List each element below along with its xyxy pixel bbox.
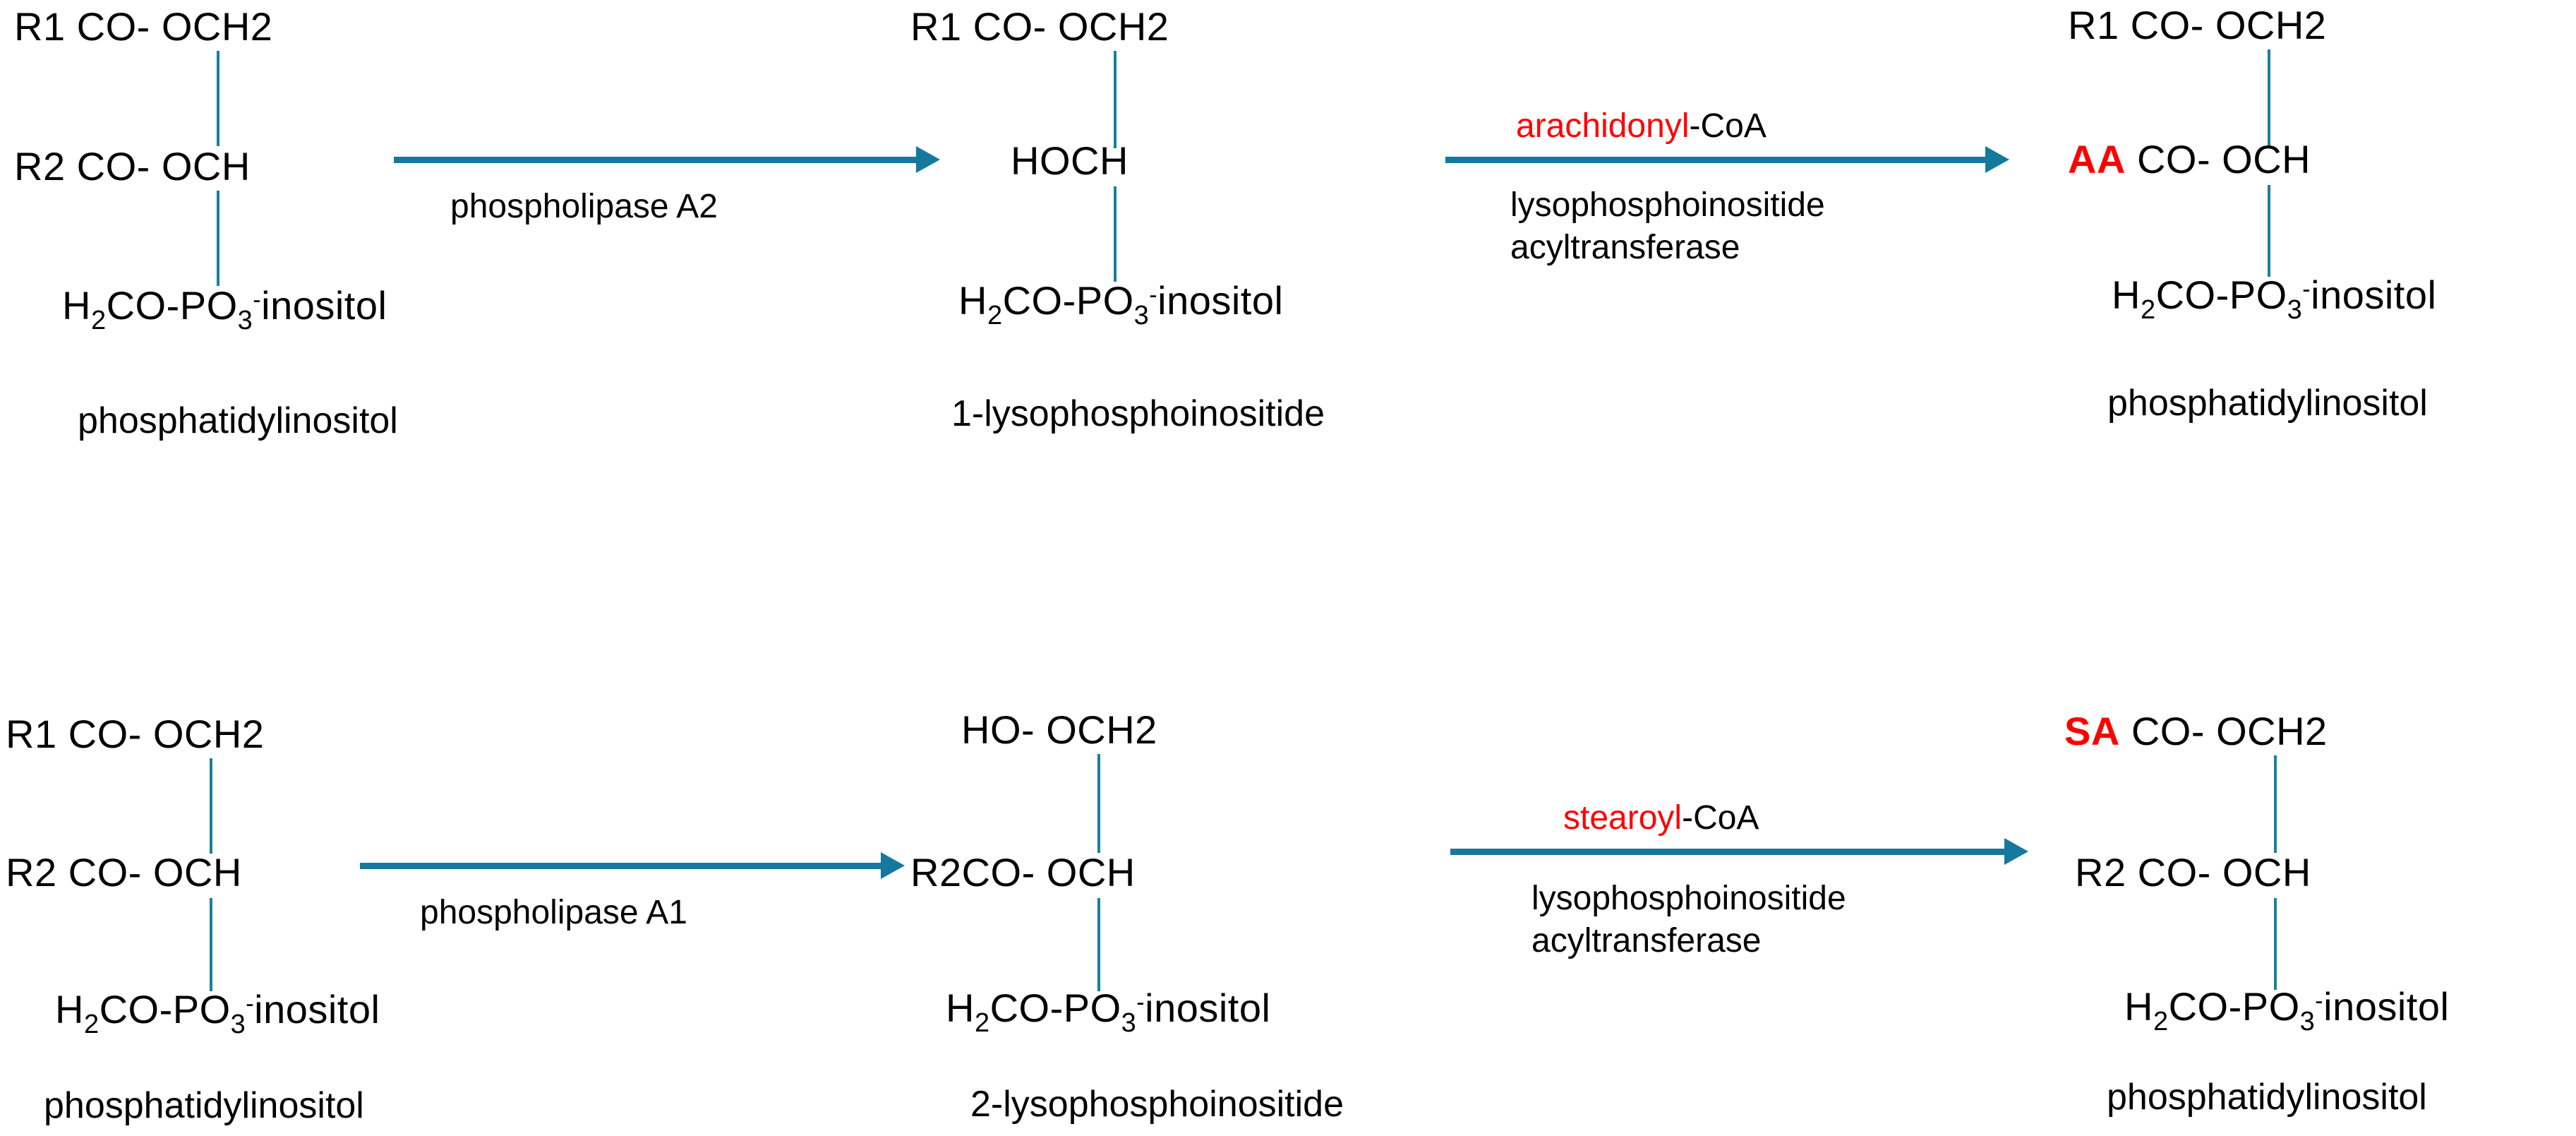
arrow-shaft	[1445, 157, 1989, 163]
arrow-label-enzyme-line-2: acyltransferase	[1531, 922, 1762, 959]
bond-line-lower	[210, 898, 212, 991]
arrow-label-below: phospholipase A2	[450, 188, 718, 225]
caption-structure: phosphatidylinositol	[78, 400, 398, 441]
chem-line-1: HO- OCH2	[961, 707, 1157, 752]
substrate-highlight: stearoyl	[1563, 799, 1683, 837]
chem-line-1: R1 CO- OCH2	[14, 4, 273, 49]
arrow-head-icon	[881, 852, 905, 879]
substrate-highlight: arachidonyl	[1516, 107, 1690, 145]
chem-line-3: H2CO-PO3-inositol	[958, 278, 1284, 330]
bond-line-lower	[1097, 898, 1100, 991]
chem-line-2: R2CO- OCH	[910, 850, 1136, 895]
chem-line-1: SA CO- OCH2	[2064, 712, 2328, 751]
arrow-shaft	[360, 863, 884, 869]
chem-line-2: R2 CO- OCH	[6, 850, 242, 895]
bond-line-lower	[2274, 898, 2277, 990]
arrow-head-icon	[2004, 838, 2028, 865]
arrow-label-enzyme-line-2: acyltransferase	[1510, 229, 1740, 266]
caption-structure: phosphatidylinositol	[2107, 1077, 2427, 1118]
substrate-suffix: -CoA	[1682, 799, 1759, 837]
chem-line-3: H2CO-PO3-inositol	[2124, 984, 2450, 1036]
bond-line-upper	[210, 758, 212, 854]
chem-line-1: R1 CO- OCH2	[910, 4, 1169, 49]
arrow-label-enzyme-line-1: lysophosphoinositide	[1531, 880, 1846, 917]
chem-line-2-rest: CO- OCH	[2125, 137, 2311, 181]
substrate-suffix: -CoA	[1689, 107, 1767, 145]
chem-line-2: HOCH	[1011, 138, 1128, 183]
chem-line-2: R2 CO- OCH	[14, 144, 251, 189]
chem-line-3: H2CO-PO3-inositol	[946, 986, 1271, 1038]
chem-line-2: AA CO- OCH	[2068, 140, 2311, 179]
chem-line-2: R2 CO- OCH	[2075, 850, 2311, 895]
arrow-label-substrate: stearoyl-CoA	[1563, 798, 1759, 839]
bond-line-lower	[217, 191, 219, 286]
caption-structure: 2-lysophosphoinositide	[970, 1084, 1344, 1125]
bond-line-upper	[2268, 49, 2270, 147]
bond-line-upper	[2274, 755, 2277, 853]
caption-structure: phosphatidylinositol	[2107, 383, 2428, 424]
arrow-head-icon	[916, 146, 940, 173]
arrow-label-below: phospholipase A1	[420, 894, 687, 931]
caption-structure: 1-lysophosphoinositide	[951, 393, 1325, 434]
arrow-shaft	[1450, 849, 2008, 855]
acyl-highlight-sa: SA	[2064, 709, 2120, 753]
chem-line-1: R1 CO- OCH2	[2068, 3, 2327, 47]
bond-line-upper	[1097, 754, 1100, 853]
bond-line-upper	[217, 51, 219, 146]
chem-line-1-rest: CO- OCH2	[2119, 709, 2328, 753]
arrow-label-substrate: arachidonyl-CoA	[1516, 106, 1767, 148]
caption-structure: phosphatidylinositol	[44, 1085, 364, 1126]
chem-line-3: H2CO-PO3-inositol	[2112, 273, 2437, 325]
bond-line-upper	[1114, 51, 1117, 148]
chem-line-3: H2CO-PO3-inositol	[55, 987, 380, 1039]
arrow-label-enzyme-line-1: lysophosphoinositide	[1510, 186, 1825, 224]
chem-line-3: H2CO-PO3-inositol	[62, 283, 387, 335]
arrow-head-icon	[1985, 146, 2009, 173]
acyl-highlight-aa: AA	[2068, 137, 2126, 181]
chem-line-1: R1 CO- OCH2	[6, 712, 265, 756]
arrow-shaft	[394, 157, 920, 163]
bond-line-lower	[1114, 186, 1117, 282]
bond-line-lower	[2268, 185, 2270, 277]
